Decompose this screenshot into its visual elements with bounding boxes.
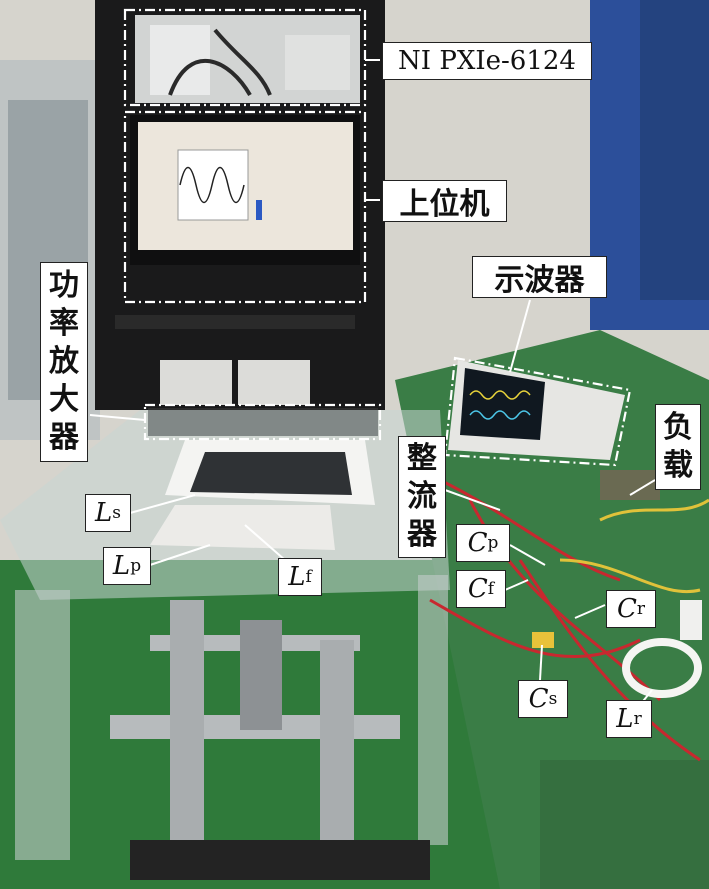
label-rectifier-char: 器 xyxy=(407,517,437,552)
coil-lf xyxy=(240,620,282,730)
frame-post-left xyxy=(15,590,70,860)
screen-bar xyxy=(256,200,262,220)
coil-lp xyxy=(150,505,335,550)
label-power-amplifier: 功 率 放 大 器 xyxy=(40,262,88,462)
wires-red xyxy=(429,478,701,762)
curtain-shade xyxy=(640,0,709,300)
symbol-lr-sub: r xyxy=(633,709,642,729)
leader-cp xyxy=(509,544,546,566)
symbol-ls-base: L xyxy=(95,498,113,528)
callout-host xyxy=(123,110,367,304)
coil-ls-core xyxy=(190,452,352,495)
keyboard xyxy=(115,315,355,329)
label-power-amplifier-char: 放 xyxy=(49,344,79,379)
label-rectifier-char: 整 xyxy=(407,441,437,476)
daq-cables xyxy=(168,28,272,96)
cap-box-cs xyxy=(532,632,554,648)
symbol-cf-base: C xyxy=(467,574,488,604)
symbol-cs-base: C xyxy=(528,684,549,714)
label-power-amplifier-char: 器 xyxy=(49,420,79,455)
leader-lf xyxy=(244,524,286,561)
symbol-ls-sub: s xyxy=(112,503,121,523)
symbol-lp-base: L xyxy=(112,551,131,581)
leader-amp xyxy=(89,414,146,421)
symbol-lf-sub: f xyxy=(305,567,312,587)
symbol-cp-base: C xyxy=(467,528,488,558)
label-load: 负 载 xyxy=(655,404,701,490)
label-power-amplifier-char: 率 xyxy=(49,306,79,341)
frame-post-right xyxy=(418,575,448,845)
daq-module-2 xyxy=(285,35,350,90)
screen-plot xyxy=(177,149,249,221)
load-device xyxy=(600,470,660,500)
label-power-amplifier-char: 功 xyxy=(49,268,79,303)
symbol-cs-sub: s xyxy=(548,689,558,709)
leader-load xyxy=(629,479,656,496)
amp-unit-1 xyxy=(160,360,232,405)
table-edge xyxy=(540,760,709,889)
wires-yellow xyxy=(559,498,709,593)
connector-cr xyxy=(680,600,702,640)
label-host-computer: 上位机 xyxy=(382,180,507,222)
scope-trace-2 xyxy=(469,410,531,420)
rail-long-left xyxy=(170,600,204,870)
base-plate xyxy=(130,840,430,880)
callout-daq xyxy=(123,8,367,107)
leader-cs xyxy=(539,644,543,681)
symbol-lf-base: L xyxy=(288,562,306,592)
label-ni-pxie-6124: NI PXIe-6124 xyxy=(382,42,592,80)
label-load-char: 载 xyxy=(663,448,693,483)
leader-cf xyxy=(504,579,529,591)
symbol-lr-base: L xyxy=(616,704,634,734)
label-load-char: 负 xyxy=(663,410,693,445)
scope-trace-1 xyxy=(469,390,531,400)
label-power-amplifier-char: 大 xyxy=(49,382,79,417)
leader-cr xyxy=(574,604,606,619)
label-oscilloscope: 示波器 xyxy=(472,256,607,298)
callout-amp xyxy=(143,403,382,441)
oscilloscope-screen xyxy=(460,368,545,440)
symbol-cf-sub: f xyxy=(487,579,495,599)
leader-rect xyxy=(444,489,501,511)
screen-sine xyxy=(179,166,245,204)
amp-unit-2 xyxy=(238,360,310,405)
leader-ls xyxy=(129,494,196,514)
leader-scope xyxy=(509,299,531,373)
coil-lr xyxy=(622,638,702,698)
label-rectifier: 整 流 器 xyxy=(398,436,446,558)
callout-scope xyxy=(443,356,632,467)
symbol-cr-base: C xyxy=(616,594,637,624)
label-rectifier-char: 流 xyxy=(407,479,437,514)
leader-lp xyxy=(149,544,211,566)
symbol-cr-sub: r xyxy=(636,599,646,619)
symbol-cp-sub: p xyxy=(487,533,499,553)
symbol-lp-sub: p xyxy=(130,556,142,576)
